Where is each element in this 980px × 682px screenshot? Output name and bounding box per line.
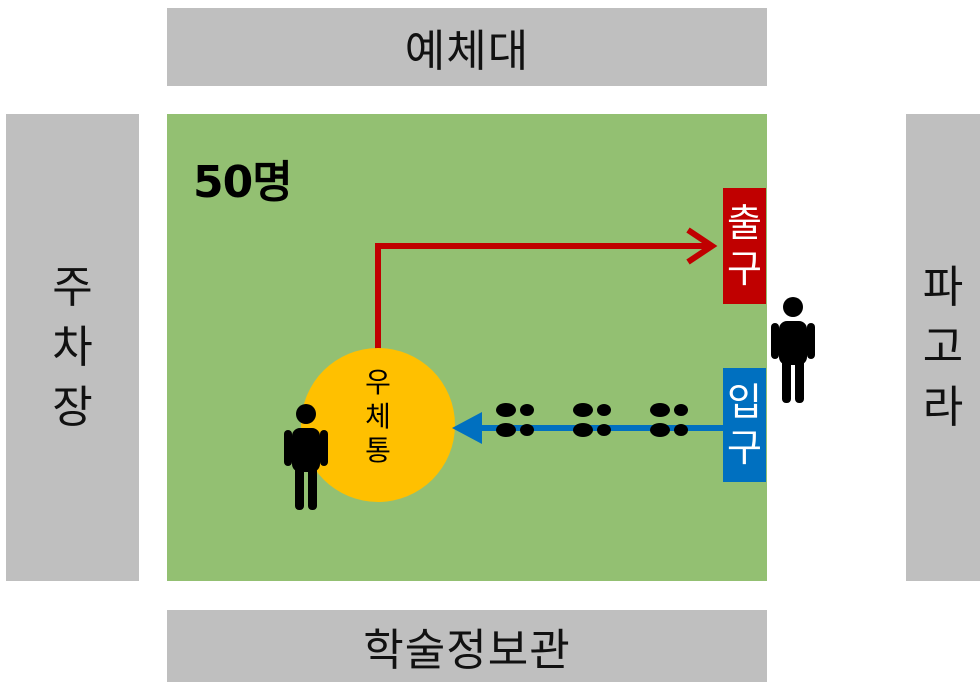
exit-tag: 출 구 [723, 188, 766, 304]
entrance-tag: 입 구 [723, 368, 766, 482]
right-building: 파 고 라 [906, 114, 980, 581]
footprints-icon [496, 403, 688, 437]
right-building-char: 파 [922, 261, 964, 313]
mailbox-label: 우 체 통 [340, 366, 416, 468]
person-icon [284, 404, 328, 510]
right-building-char: 라 [922, 381, 964, 433]
entrance-tag-char: 입 [727, 380, 762, 424]
right-building-char: 고 [922, 321, 964, 373]
exit-tag-char: 구 [727, 247, 762, 291]
bottom-building-label: 학술정보관 [363, 625, 571, 676]
capacity-label: 50명 [193, 157, 293, 208]
exit-tag-char: 출 [727, 201, 762, 245]
person-icon [771, 297, 815, 403]
mailbox-label-char: 통 [365, 434, 391, 467]
exit-arrow [375, 227, 718, 352]
left-building-char: 차 [52, 321, 93, 373]
mailbox-label-char: 우 [365, 366, 391, 399]
field-area [167, 114, 767, 581]
mailbox-circle [301, 348, 455, 502]
top-building: 예체대 [167, 8, 767, 86]
entrance-tag-char: 구 [727, 426, 762, 470]
bottom-building: 학술정보관 [167, 610, 767, 682]
left-building-char: 주 [52, 261, 93, 313]
left-building: 주 차 장 [6, 114, 139, 581]
mailbox-label-char: 체 [365, 400, 391, 433]
top-building-label: 예체대 [404, 26, 530, 77]
left-building-char: 장 [52, 381, 93, 433]
